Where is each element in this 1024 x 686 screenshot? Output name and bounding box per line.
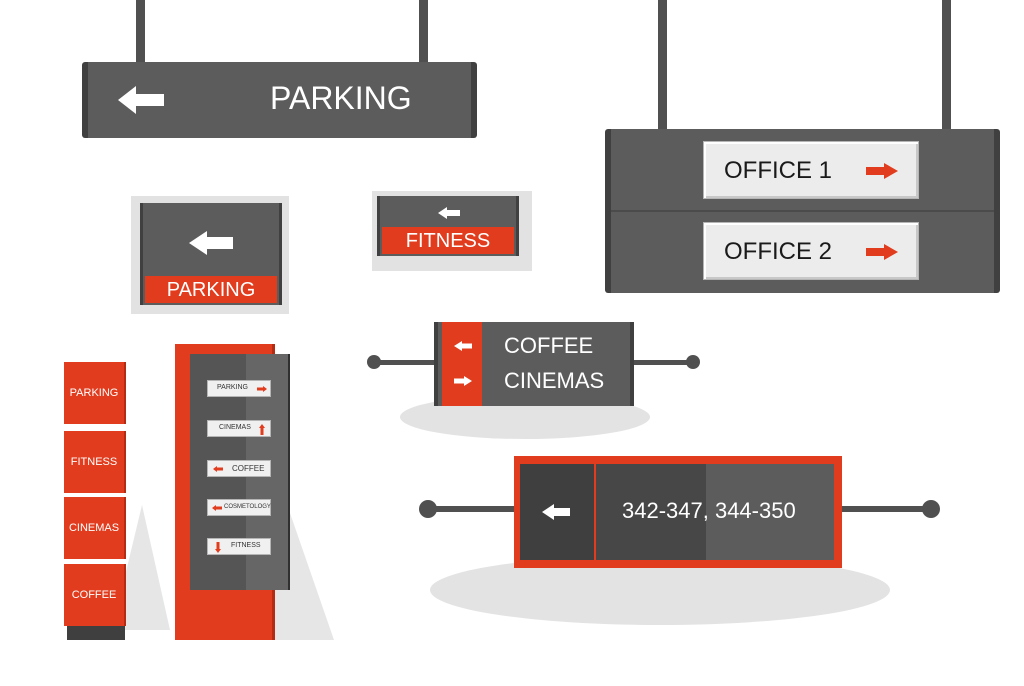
pylon-item: CINEMAS — [207, 420, 271, 437]
coffee-cinemas-sign: COFFEE CINEMAS — [434, 322, 634, 406]
office-plate-2: OFFICE 2 — [703, 222, 919, 280]
arrow-left-icon — [212, 505, 222, 511]
block-tower-label: CINEMAS — [68, 522, 120, 534]
fitness-label-bar: FITNESS — [382, 227, 514, 254]
office-plate-1: OFFICE 1 — [703, 141, 919, 199]
block-tower-base — [67, 624, 125, 640]
block-tower-label: FITNESS — [70, 456, 118, 468]
room-number-label: 342-347, 344-350 — [622, 498, 796, 523]
pylon-item: PARKING — [207, 380, 271, 397]
pylon-item-label: PARKING — [217, 384, 248, 391]
arrow-left-icon — [189, 231, 233, 255]
pylon-item-label: FITNESS — [231, 542, 261, 549]
arrow-left-icon — [438, 207, 460, 219]
coffee-cinemas-arrow-strip — [442, 322, 482, 406]
room-rod-end-left — [419, 500, 437, 518]
pylon-item: COFFEE — [207, 460, 271, 477]
office-sign: OFFICE 1 OFFICE 2 — [605, 129, 1000, 293]
room-sign-number-panel — [596, 464, 706, 560]
arrow-left-icon — [213, 466, 223, 472]
arrow-left-icon — [118, 86, 164, 114]
room-sign-number-panel-light — [706, 464, 834, 560]
block-tower-segment: PARKING — [64, 362, 126, 424]
pylon-item: FITNESS — [207, 538, 271, 555]
pylon-item-label: CINEMAS — [219, 424, 251, 431]
hanging-parking-rod-left — [136, 0, 145, 64]
coffee-label: COFFEE — [504, 333, 594, 358]
room-rod-end-right — [922, 500, 940, 518]
pylon-item-label: COSMETOLOGY — [224, 504, 271, 510]
office-rod-right — [942, 0, 951, 132]
block-tower-label: PARKING — [69, 387, 119, 399]
arrow-left-icon — [542, 504, 570, 520]
arrow-down-icon — [215, 542, 221, 553]
coffee-rod-end-left — [367, 355, 381, 369]
fitness-sign: FITNESS — [377, 196, 519, 256]
pylon-item-label: COFFEE — [232, 464, 265, 473]
block-tower-segment: FITNESS — [64, 431, 126, 493]
office-rod-left — [658, 0, 667, 132]
hanging-parking-sign: PARKING — [82, 62, 477, 138]
office-plate-2-label: OFFICE 2 — [724, 238, 833, 265]
arrow-up-icon — [259, 424, 265, 435]
pylon-item: COSMETOLOGY — [207, 499, 271, 516]
wall-parking-label-bar: PARKING — [145, 276, 277, 303]
office-plate-1-label: OFFICE 1 — [724, 157, 833, 184]
fitness-label: FITNESS — [405, 230, 491, 252]
office-sign-divider — [611, 210, 994, 212]
hanging-parking-label: PARKING — [270, 80, 412, 116]
block-tower-segment: COFFEE — [64, 564, 126, 626]
wall-parking-sign: PARKING — [140, 203, 282, 305]
arrow-right-icon — [454, 376, 472, 386]
wall-parking-label: PARKING — [166, 279, 256, 301]
coffee-rod-end-right — [686, 355, 700, 369]
arrow-right-icon — [866, 163, 898, 179]
room-sign-arrow-panel — [520, 464, 594, 560]
room-number-sign: 342-347, 344-350 — [514, 456, 842, 568]
block-tower-segment: CINEMAS — [64, 497, 126, 559]
arrow-right-icon — [866, 244, 898, 260]
hanging-parking-rod-right — [419, 0, 428, 64]
arrow-right-icon — [257, 386, 267, 392]
block-tower-label: COFFEE — [71, 589, 117, 601]
cinemas-label: CINEMAS — [504, 368, 605, 393]
arrow-left-icon — [454, 341, 472, 351]
